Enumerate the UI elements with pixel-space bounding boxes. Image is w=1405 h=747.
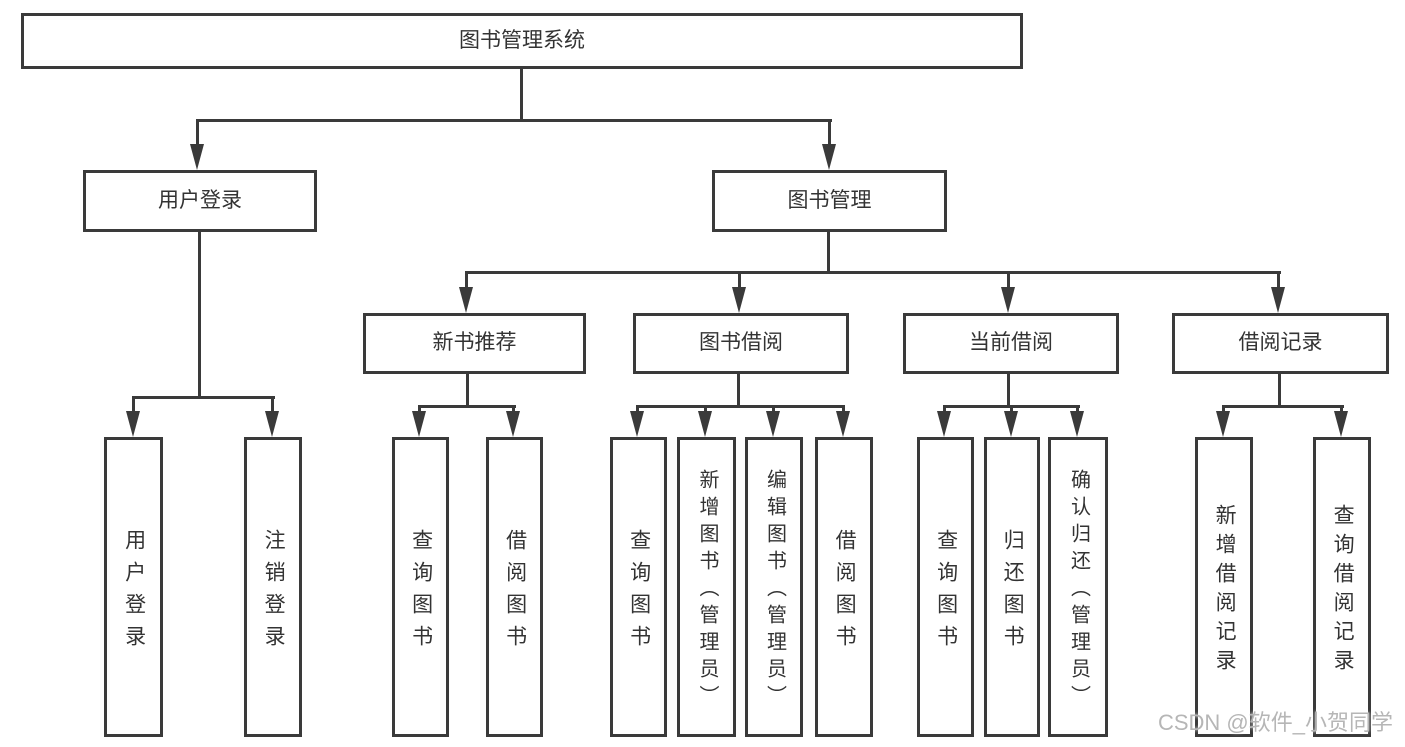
connector-borrow-record-stem (1278, 374, 1281, 407)
node-book-mgmt-label: 图书管理 (787, 188, 872, 212)
leaf-br-add-record: 新增借阅记录 (1195, 437, 1253, 737)
node-borrow-record-label: 借阅记录 (1238, 331, 1323, 355)
connector-drop (132, 396, 135, 414)
connector-user-login-rail (132, 396, 275, 399)
leaf-cb-return-books-label: 归还图书 (1001, 528, 1025, 657)
leaf-bb-add-books-admin-label: 新增图书（管理员） (696, 469, 718, 712)
node-root-label: 图书管理系统 (459, 28, 585, 52)
connector-book-mgmt-stem (827, 232, 830, 273)
arrow-down-icon (1001, 287, 1015, 313)
connector-book-borrow-stem (737, 374, 740, 407)
connector-level3-rail (465, 271, 1281, 274)
connector-drop (738, 271, 741, 289)
arrow-down-icon (1216, 411, 1230, 437)
leaf-user-login: 用户登录 (104, 437, 163, 737)
node-user-login-label: 用户登录 (158, 188, 242, 212)
csdn-watermark: CSDN @软件_小贺同学 (1157, 710, 1393, 735)
arrow-down-icon (1334, 411, 1348, 437)
connector-drop (1007, 271, 1010, 289)
connector-drop (704, 405, 707, 415)
connector-drop (1340, 405, 1343, 415)
leaf-cb-confirm-return-admin-label: 确认归还（管理员） (1067, 469, 1090, 712)
arrow-down-icon (698, 411, 712, 437)
leaf-br-query-record-label: 查询借阅记录 (1331, 504, 1355, 678)
leaf-nb-borrow-books: 借阅图书 (486, 437, 543, 737)
arrow-down-icon (506, 411, 520, 437)
arrow-down-icon (732, 287, 746, 313)
arrow-down-icon (265, 411, 279, 437)
connector-drop (1222, 405, 1225, 415)
connector-borrow-record-rail (1223, 405, 1344, 408)
leaf-nb-borrow-books-label: 借阅图书 (503, 528, 527, 657)
node-current-borrow-label: 当前借阅 (969, 331, 1053, 355)
arrow-down-icon (126, 411, 140, 437)
connector-drop (772, 405, 775, 415)
arrow-down-icon (1070, 411, 1084, 437)
leaf-cb-query-books-label: 查询图书 (934, 528, 958, 657)
arrow-down-icon (190, 144, 204, 170)
leaf-bb-query-books-label: 查询图书 (627, 528, 651, 657)
connector-new-book-rail (419, 405, 516, 408)
leaf-bb-add-books-admin: 新增图书（管理员） (677, 437, 736, 737)
connector-drop (1277, 271, 1280, 289)
arrow-down-icon (412, 411, 426, 437)
leaf-cb-return-books: 归还图书 (984, 437, 1040, 737)
leaf-br-add-record-label: 新增借阅记录 (1213, 504, 1237, 678)
connector-drop-user-login (196, 119, 199, 147)
node-new-book-rec: 新书推荐 (363, 313, 586, 374)
leaf-bb-edit-books-admin-label: 编辑图书（管理员） (763, 469, 786, 712)
arrow-down-icon (630, 411, 644, 437)
connector-drop (842, 405, 845, 415)
connector-current-borrow-stem (1007, 374, 1010, 407)
leaf-bb-borrow-books-label: 借阅图书 (833, 528, 857, 657)
connector-root-stem (520, 69, 523, 121)
leaf-bb-borrow-books: 借阅图书 (815, 437, 873, 737)
arrow-down-icon (836, 411, 850, 437)
node-book-borrow-label: 图书借阅 (699, 331, 783, 355)
leaf-logout-label: 注销登录 (262, 528, 286, 657)
connector-drop (418, 405, 421, 415)
leaf-cb-query-books: 查询图书 (917, 437, 974, 737)
node-user-login: 用户登录 (83, 170, 317, 232)
connector-drop (636, 405, 639, 415)
connector-book-borrow-rail (637, 405, 845, 408)
leaf-nb-query-books-label: 查询图书 (409, 528, 433, 657)
connector-drop (1010, 405, 1013, 415)
connector-new-book-stem (466, 374, 469, 407)
node-root: 图书管理系统 (21, 13, 1023, 69)
arrow-down-icon (1271, 287, 1285, 313)
leaf-user-login-label: 用户登录 (122, 528, 146, 657)
node-new-book-rec-label: 新书推荐 (432, 331, 517, 355)
connector-user-login-stem (198, 232, 201, 397)
connector-drop (512, 405, 515, 415)
connector-drop (1076, 405, 1079, 415)
node-borrow-record: 借阅记录 (1172, 313, 1389, 374)
node-current-borrow: 当前借阅 (903, 313, 1119, 374)
connector-drop-book-mgmt (828, 119, 831, 147)
connector-drop (465, 271, 468, 289)
leaf-logout: 注销登录 (244, 437, 302, 737)
arrow-down-icon (937, 411, 951, 437)
arrow-down-icon (766, 411, 780, 437)
arrow-down-icon (822, 144, 836, 170)
leaf-br-query-record: 查询借阅记录 (1313, 437, 1371, 737)
node-book-borrow: 图书借阅 (633, 313, 849, 374)
leaf-nb-query-books: 查询图书 (392, 437, 449, 737)
connector-drop (271, 396, 274, 414)
leaf-bb-query-books: 查询图书 (610, 437, 667, 737)
arrow-down-icon (1004, 411, 1018, 437)
leaf-cb-confirm-return-admin: 确认归还（管理员） (1048, 437, 1108, 737)
arrow-down-icon (459, 287, 473, 313)
leaf-bb-edit-books-admin: 编辑图书（管理员） (745, 437, 803, 737)
node-book-mgmt: 图书管理 (712, 170, 947, 232)
connector-level2-rail (196, 119, 832, 122)
connector-drop (943, 405, 946, 415)
